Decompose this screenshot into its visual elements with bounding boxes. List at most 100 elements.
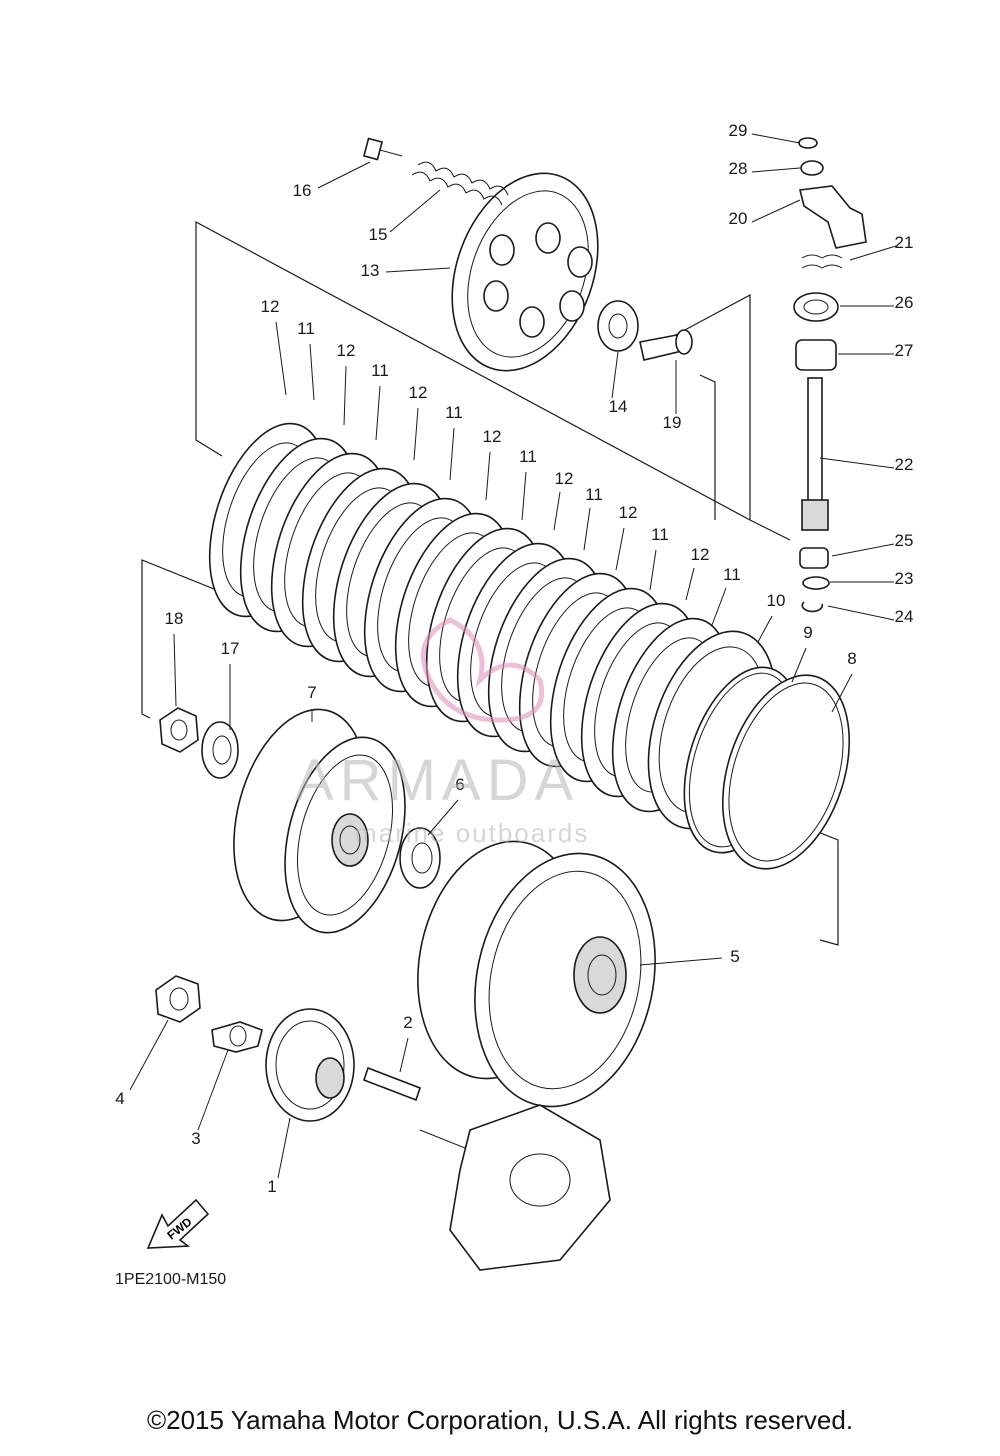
- crankshaft-reference: [419, 1104, 611, 1271]
- leader-22: [819, 457, 895, 469]
- leader-11a: [309, 343, 315, 401]
- callout-24[interactable]: 24: [895, 607, 914, 626]
- callout-4[interactable]: 4: [115, 1089, 124, 1108]
- callout-13[interactable]: 13: [361, 261, 380, 280]
- callout-10[interactable]: 10: [767, 591, 786, 610]
- bolt[interactable]: [362, 137, 403, 161]
- callout-2[interactable]: 2: [403, 1013, 412, 1032]
- callout-11a[interactable]: 11: [297, 319, 315, 338]
- leader-10: [757, 615, 773, 643]
- leader-15: [389, 189, 441, 233]
- leader-21: [849, 245, 897, 261]
- leader-6: [427, 799, 459, 836]
- leader-1: [277, 1117, 291, 1179]
- leader-11f: [649, 549, 657, 591]
- leader-11d: [521, 471, 527, 521]
- callout-11e[interactable]: 11: [585, 485, 603, 504]
- leader-8: [831, 673, 853, 713]
- primary-drive-gear[interactable]: [265, 1008, 355, 1122]
- callout-11c[interactable]: 11: [445, 403, 463, 422]
- thrust-washer[interactable]: [399, 827, 441, 889]
- leader-24: [827, 605, 895, 621]
- callout-6[interactable]: 6: [455, 775, 464, 794]
- nut-18[interactable]: [159, 707, 199, 753]
- callout-8[interactable]: 8: [847, 649, 856, 668]
- callout-11f[interactable]: 11: [651, 525, 669, 544]
- bracket-shaft: [749, 519, 791, 541]
- callout-12d[interactable]: 12: [483, 427, 502, 446]
- copyright-notice: ©2015 Yamaha Motor Corporation, U.S.A. A…: [146, 1405, 854, 1435]
- callout-12f[interactable]: 12: [619, 503, 638, 522]
- callout-3[interactable]: 3: [191, 1129, 200, 1148]
- lock-washer[interactable]: [201, 721, 239, 779]
- leader-4: [129, 1019, 169, 1091]
- callout-7[interactable]: 7: [307, 683, 316, 702]
- callout-21[interactable]: 21: [895, 233, 914, 252]
- reference-code: 1PE2100-M150: [115, 1271, 226, 1288]
- leader-11c: [449, 427, 455, 481]
- watermark-tagline: marine outboards: [355, 818, 589, 848]
- callout-18[interactable]: 18: [165, 609, 184, 628]
- callout-25[interactable]: 25: [895, 531, 914, 550]
- watermark: ARMADA marine outboards: [295, 617, 589, 848]
- callout-26[interactable]: 26: [895, 293, 914, 312]
- fwd-arrow-icon: FWD: [146, 1198, 210, 1249]
- leader-28: [751, 167, 801, 173]
- callout-28[interactable]: 28: [729, 159, 748, 178]
- callout-11d[interactable]: 11: [519, 447, 537, 466]
- leader-14: [611, 351, 619, 399]
- callout-16[interactable]: 16: [293, 181, 312, 200]
- callout-11g[interactable]: 11: [723, 565, 741, 584]
- leader-12g: [685, 567, 695, 601]
- callout-11b[interactable]: 11: [371, 361, 389, 380]
- lock-washer-3[interactable]: [211, 1021, 263, 1053]
- leader-3: [197, 1049, 229, 1131]
- callout-14[interactable]: 14: [609, 397, 628, 416]
- leader-20: [751, 199, 801, 223]
- callout-17[interactable]: 17: [221, 639, 240, 658]
- pressure-plate[interactable]: [426, 153, 624, 391]
- leader-12a: [275, 321, 287, 396]
- callout-22[interactable]: 22: [895, 455, 914, 474]
- leader-25: [831, 543, 895, 557]
- clutch-boss[interactable]: [212, 695, 425, 946]
- leader-12b: [343, 365, 347, 426]
- clutch-spring[interactable]: [411, 161, 509, 206]
- callout-19[interactable]: 19: [663, 413, 682, 432]
- callout-27[interactable]: 27: [895, 341, 914, 360]
- callout-12c[interactable]: 12: [409, 383, 428, 402]
- wire-ring-8[interactable]: [700, 659, 872, 885]
- straight-key[interactable]: [362, 1066, 422, 1102]
- leader-5: [639, 957, 723, 966]
- callout-5[interactable]: 5: [730, 947, 739, 966]
- clutch-housing[interactable]: [397, 826, 678, 1124]
- push-lever-assembly[interactable]: [793, 137, 867, 613]
- callout-23[interactable]: 23: [895, 569, 914, 588]
- callout-29[interactable]: 29: [729, 121, 748, 140]
- callout-leaders: [129, 133, 897, 1179]
- leader-12c: [413, 407, 419, 461]
- push-rod[interactable]: [639, 329, 693, 361]
- leader-18: [173, 633, 177, 707]
- bearing[interactable]: [597, 300, 639, 352]
- callout-12b[interactable]: 12: [337, 341, 356, 360]
- leader-12e: [553, 491, 561, 531]
- leader-12f: [615, 527, 625, 571]
- callout-15[interactable]: 15: [369, 225, 388, 244]
- callout-1[interactable]: 1: [267, 1177, 276, 1196]
- bracket-pushrod: [699, 374, 716, 520]
- watermark-brand: ARMADA: [295, 748, 579, 813]
- callout-9[interactable]: 9: [803, 623, 812, 642]
- leader-13: [385, 267, 451, 273]
- leader-16: [317, 161, 371, 189]
- callout-12e[interactable]: 12: [555, 469, 574, 488]
- callout-20[interactable]: 20: [729, 209, 748, 228]
- callout-12a[interactable]: 12: [261, 297, 280, 316]
- watermark-logo: [420, 617, 544, 723]
- callout-12g[interactable]: 12: [691, 545, 710, 564]
- leader-29: [751, 133, 801, 144]
- bracket-upper: [195, 220, 751, 522]
- leader-2: [399, 1037, 409, 1073]
- nut-4[interactable]: [155, 975, 201, 1023]
